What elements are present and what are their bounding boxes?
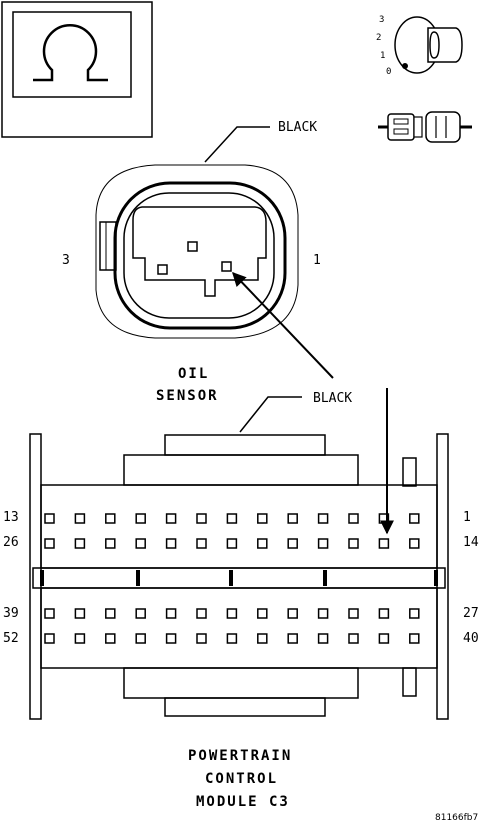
oil-sensor-connector: 3 1 BLACK OIL SENSOR — [62, 120, 321, 404]
pcm-pin-cavity — [348, 608, 359, 619]
pcm-pin-cavity — [44, 538, 55, 549]
pcm-pin-cavity — [409, 608, 420, 619]
pcm-pin-cavity — [348, 633, 359, 644]
pcm-row4-left-pin: 52 — [3, 631, 19, 646]
pcm-pin-cavity — [257, 538, 268, 549]
oil-sensor-pin-3-label: 3 — [62, 253, 70, 268]
pcm-pin-cavity — [226, 538, 238, 549]
pcm-title-line3: MODULE C3 — [196, 794, 290, 810]
pcm-pin-cavity — [287, 608, 298, 619]
pcm-row3-right-pin: 27 — [463, 606, 479, 621]
pcm-pin-cavity — [105, 538, 116, 549]
pcm-pin-cavity — [74, 608, 86, 619]
pcm-pin-cavity — [196, 538, 207, 549]
pcm-pin-cavity — [287, 633, 298, 644]
key-position-0: 0 — [386, 67, 391, 77]
connector-mate-icon — [378, 111, 472, 143]
pcm-pin-cavity — [317, 513, 329, 524]
pcm-row1-left-pin: 13 — [3, 510, 19, 525]
pcm-pin-cavity — [105, 633, 116, 644]
pcm-pin-cavity — [287, 538, 298, 549]
pcm-pin-cavity — [378, 513, 390, 524]
pcm-pin-cavity — [257, 608, 268, 619]
pcm-pin-cavity — [317, 608, 329, 619]
pcm-title-line1: POWERTRAIN — [188, 748, 292, 764]
pcm-pin-cavity — [226, 633, 238, 644]
pcm-pin-cavity — [44, 513, 55, 524]
pcm-pin-cavity — [378, 608, 390, 619]
pcm-pin-cavity — [196, 608, 207, 619]
key-position-1: 1 — [380, 51, 385, 61]
ignition-key-icon: 3 2 1 0 — [376, 15, 463, 77]
pcm-pin-cavity — [196, 633, 207, 644]
pcm-pin-cavity — [378, 538, 390, 549]
pcm-pin-cavity — [257, 513, 268, 524]
pcm-pin-cavity — [74, 538, 86, 549]
pcm-pin-cavity — [409, 538, 420, 549]
pcm-pin-cavity — [196, 513, 207, 524]
pcm-row2-right-pin: 14 — [463, 535, 479, 550]
pcm-pin-cavity — [135, 513, 146, 524]
pcm-pin-cavity — [135, 633, 146, 644]
pcm-row3-left-pin: 39 — [3, 606, 19, 621]
oil-sensor-pin-1-label: 1 — [313, 253, 321, 268]
pcm-pin-cavity — [165, 633, 177, 644]
pcm-pin-cavity — [105, 513, 116, 524]
pcm-pin-cavity — [317, 633, 329, 644]
pcm-pin-cavity — [287, 513, 298, 524]
pcm-pin-cavity — [44, 608, 55, 619]
pcm-row4-right-pin: 40 — [463, 631, 479, 646]
pcm-pin-cavity — [257, 633, 268, 644]
pcm-pin-cavity — [378, 633, 390, 644]
pcm-pin-cavity — [226, 513, 238, 524]
oil-sensor-wire-color: BLACK — [278, 120, 317, 135]
key-position-3: 3 — [379, 15, 384, 25]
pcm-pin-cavity — [409, 633, 420, 644]
pcm-row1-right-pin: 1 — [463, 510, 471, 525]
pcm-pin-cavity — [348, 513, 359, 524]
pcm-pin-cavity — [165, 538, 177, 549]
pcm-pin-cavity — [226, 608, 238, 619]
pcm-pin-cavity — [74, 513, 86, 524]
pcm-pin-cavity — [44, 633, 55, 644]
pcm-pin-cavity — [165, 513, 177, 524]
figure-id: 81166fb7 — [435, 813, 478, 823]
pcm-title-line2: CONTROL — [205, 771, 278, 787]
pcm-pin-cavity — [135, 538, 146, 549]
oil-sensor-title-line1: OIL — [178, 366, 209, 382]
pcm-connector-c3: 13 1 26 14 39 27 52 40 — [3, 433, 479, 720]
pcm-pin-cavity — [135, 608, 146, 619]
wire-route: BLACK — [232, 271, 394, 535]
ohm-symbol-icon — [1, 1, 153, 138]
pcm-pin-cavity — [74, 633, 86, 644]
pcm-pin-cavity — [409, 513, 420, 524]
pcm-pin-cavity — [165, 608, 177, 619]
oil-sensor-title-line2: SENSOR — [156, 388, 219, 404]
pcm-pin-cavity — [105, 608, 116, 619]
pcm-pin-cavity — [317, 538, 329, 549]
pcm-row2-left-pin: 26 — [3, 535, 19, 550]
key-position-2: 2 — [376, 33, 381, 43]
module-wire-color: BLACK — [313, 391, 352, 406]
pcm-pin-cavity — [348, 538, 359, 549]
pcm-pin-grid — [44, 513, 420, 644]
